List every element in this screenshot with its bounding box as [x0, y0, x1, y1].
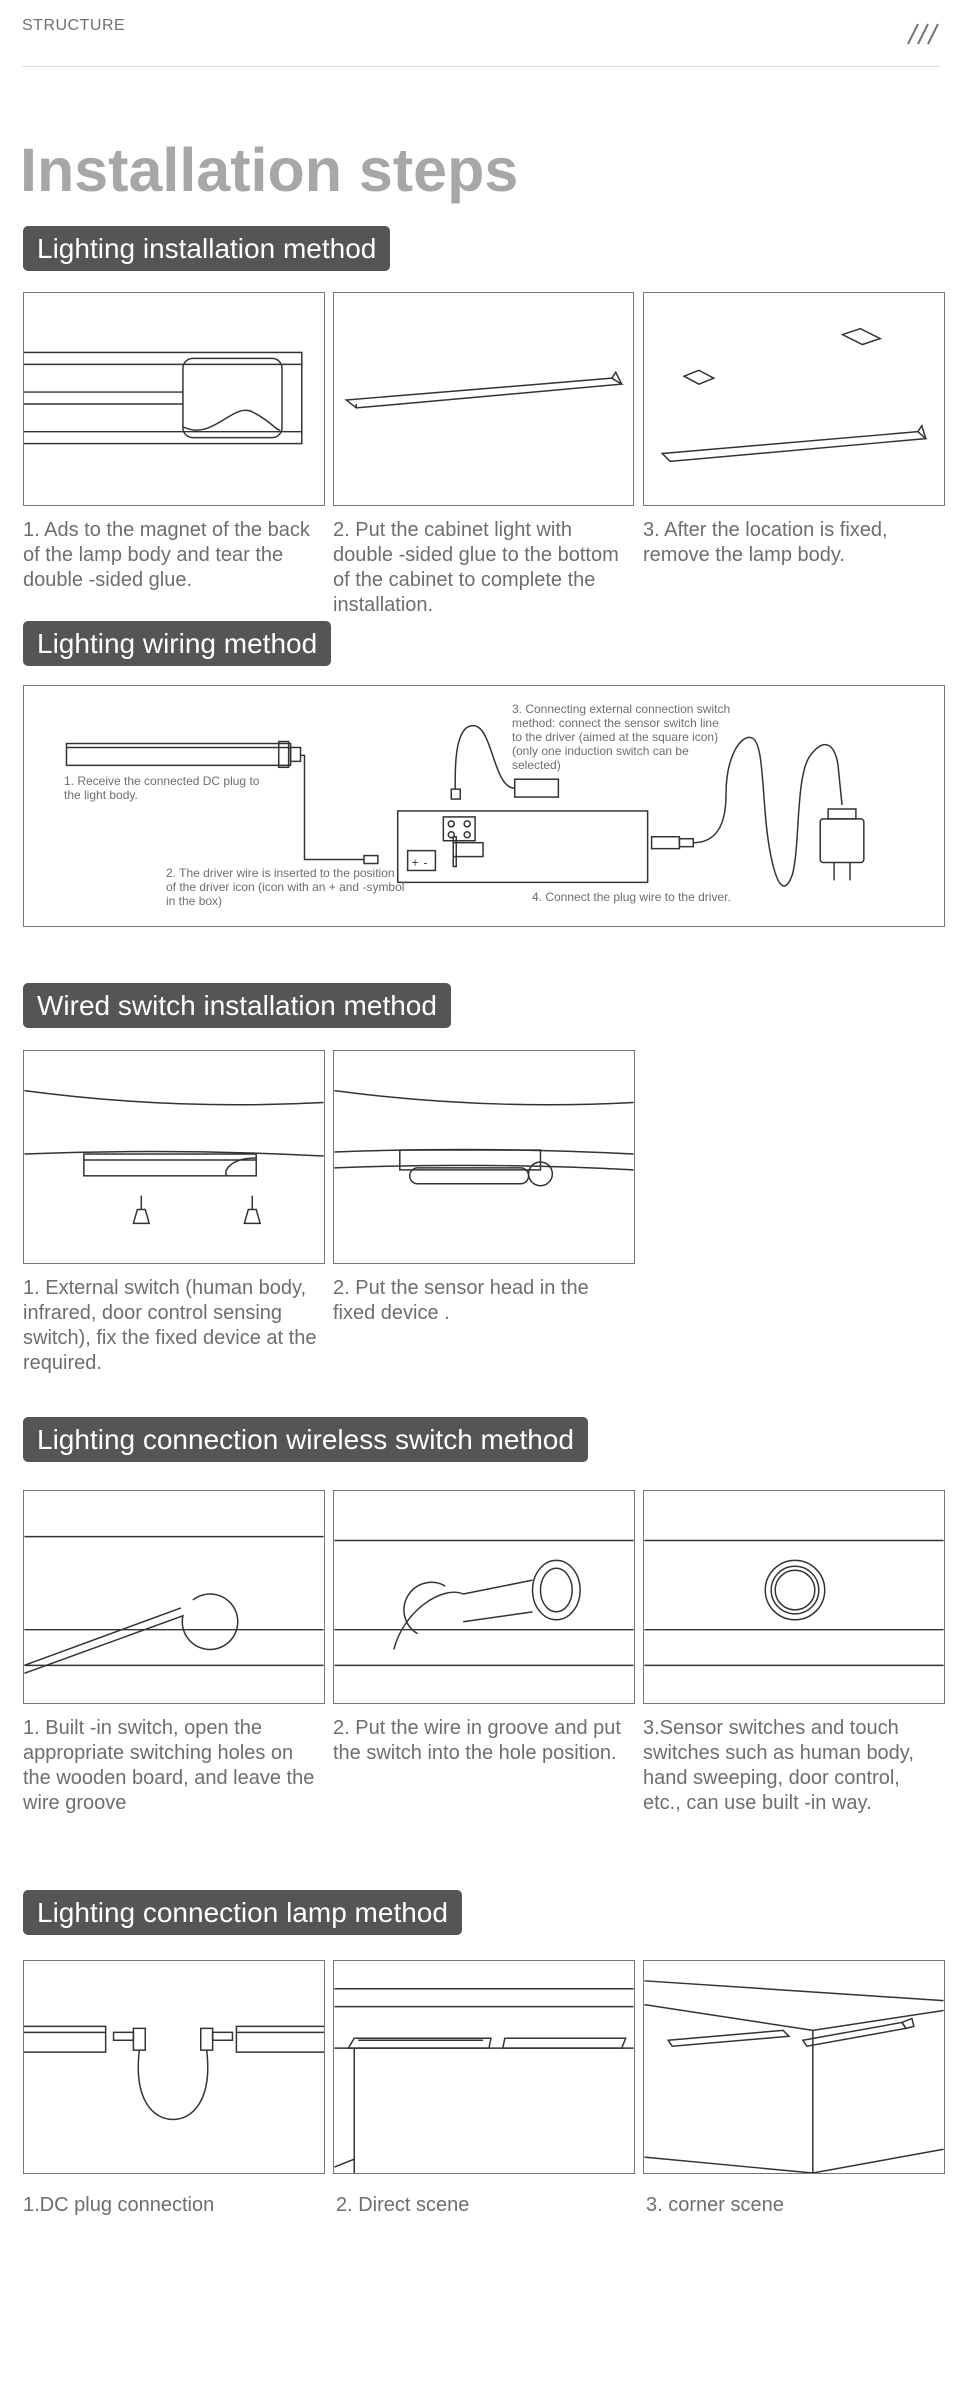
- svg-text:+: +: [412, 855, 419, 869]
- section-label-lamp: Lighting connection lamp method: [23, 1890, 462, 1935]
- wireless-step-2-figure: [333, 1490, 635, 1704]
- wiring-note-3: 3. Connecting external connection switch…: [512, 702, 731, 772]
- sensor-head-illustration: [334, 1089, 634, 1187]
- section-label-installation: Lighting installation method: [23, 226, 391, 271]
- install-caption-2: 2. Put the cabinet light with double -si…: [333, 519, 619, 616]
- wiring-note-4: 4. Connect the plug wire to the driver.: [532, 890, 731, 904]
- wiring-diagram: + - 1. Receive the connected DC plug to …: [23, 685, 945, 927]
- section-label-wiring: Lighting wiring method: [23, 621, 332, 666]
- built-in-hole-illustration: [24, 1535, 324, 1674]
- install-step-3-figure: [643, 292, 945, 506]
- lamp-body-magnet-illustration: [24, 351, 303, 445]
- wired-switch-step-1-figure: [23, 1050, 325, 1264]
- wireless-caption-1: 1. Built -in switch, open the appropriat…: [23, 1717, 315, 1814]
- dc-plug-connection-illustration: [24, 2025, 324, 2121]
- section-label-wireless: Lighting connection wireless switch meth…: [23, 1417, 588, 1462]
- cabinet-light-illustration: [344, 370, 625, 409]
- lamp-caption-3: 3. corner scene: [646, 2194, 784, 2216]
- lamp-caption-2: 2. Direct scene: [336, 2194, 470, 2216]
- external-switch-illustration: [24, 1089, 324, 1225]
- header-label: STRUCTURE: [22, 17, 126, 34]
- section-label-wired-switch: Wired switch installation method: [23, 983, 451, 1028]
- install-step-1-figure: [23, 292, 325, 506]
- lamp-removal-illustration: [660, 327, 928, 463]
- direct-scene-illustration: [334, 1987, 634, 2173]
- wiring-note-1: 1. Receive the connected DC plug to the …: [64, 774, 260, 802]
- wiring-illustration: + -: [65, 724, 865, 887]
- switch-into-hole-illustration: [334, 1539, 634, 1667]
- lamp-step-1-figure: [23, 1960, 325, 2174]
- wireless-caption-3: 3.Sensor switches and touch switches suc…: [643, 1717, 914, 1814]
- wireless-step-1-figure: [23, 1490, 325, 1704]
- wireless-caption-2: 2. Put the wire in groove and put the sw…: [333, 1717, 621, 1764]
- wired-switch-step-2-figure: [333, 1050, 635, 1264]
- built-in-sensor-illustration: [644, 1539, 944, 1667]
- corner-scene-illustration: [644, 1980, 944, 2173]
- install-caption-1: 1. Ads to the magnet of the back of the …: [23, 519, 310, 591]
- svg-text:-: -: [424, 855, 428, 869]
- install-step-2-figure: [333, 292, 634, 506]
- install-caption-3: 3. After the location is fixed, remove t…: [643, 519, 888, 566]
- lamp-step-3-figure: [643, 1960, 945, 2174]
- wired-switch-caption-1: 1. External switch (human body, infrared…: [23, 1277, 317, 1374]
- wired-switch-caption-2: 2. Put the sensor head in the fixed devi…: [333, 1277, 589, 1324]
- header-divider: [22, 66, 940, 67]
- wireless-step-3-figure: [643, 1490, 945, 1704]
- page-title: Installation steps: [20, 136, 519, 204]
- triple-slash-icon: [907, 23, 939, 45]
- lamp-caption-1: 1.DC plug connection: [23, 2194, 215, 2216]
- wiring-note-2: 2. The driver wire is inserted to the po…: [166, 866, 405, 908]
- lamp-step-2-figure: [333, 1960, 635, 2174]
